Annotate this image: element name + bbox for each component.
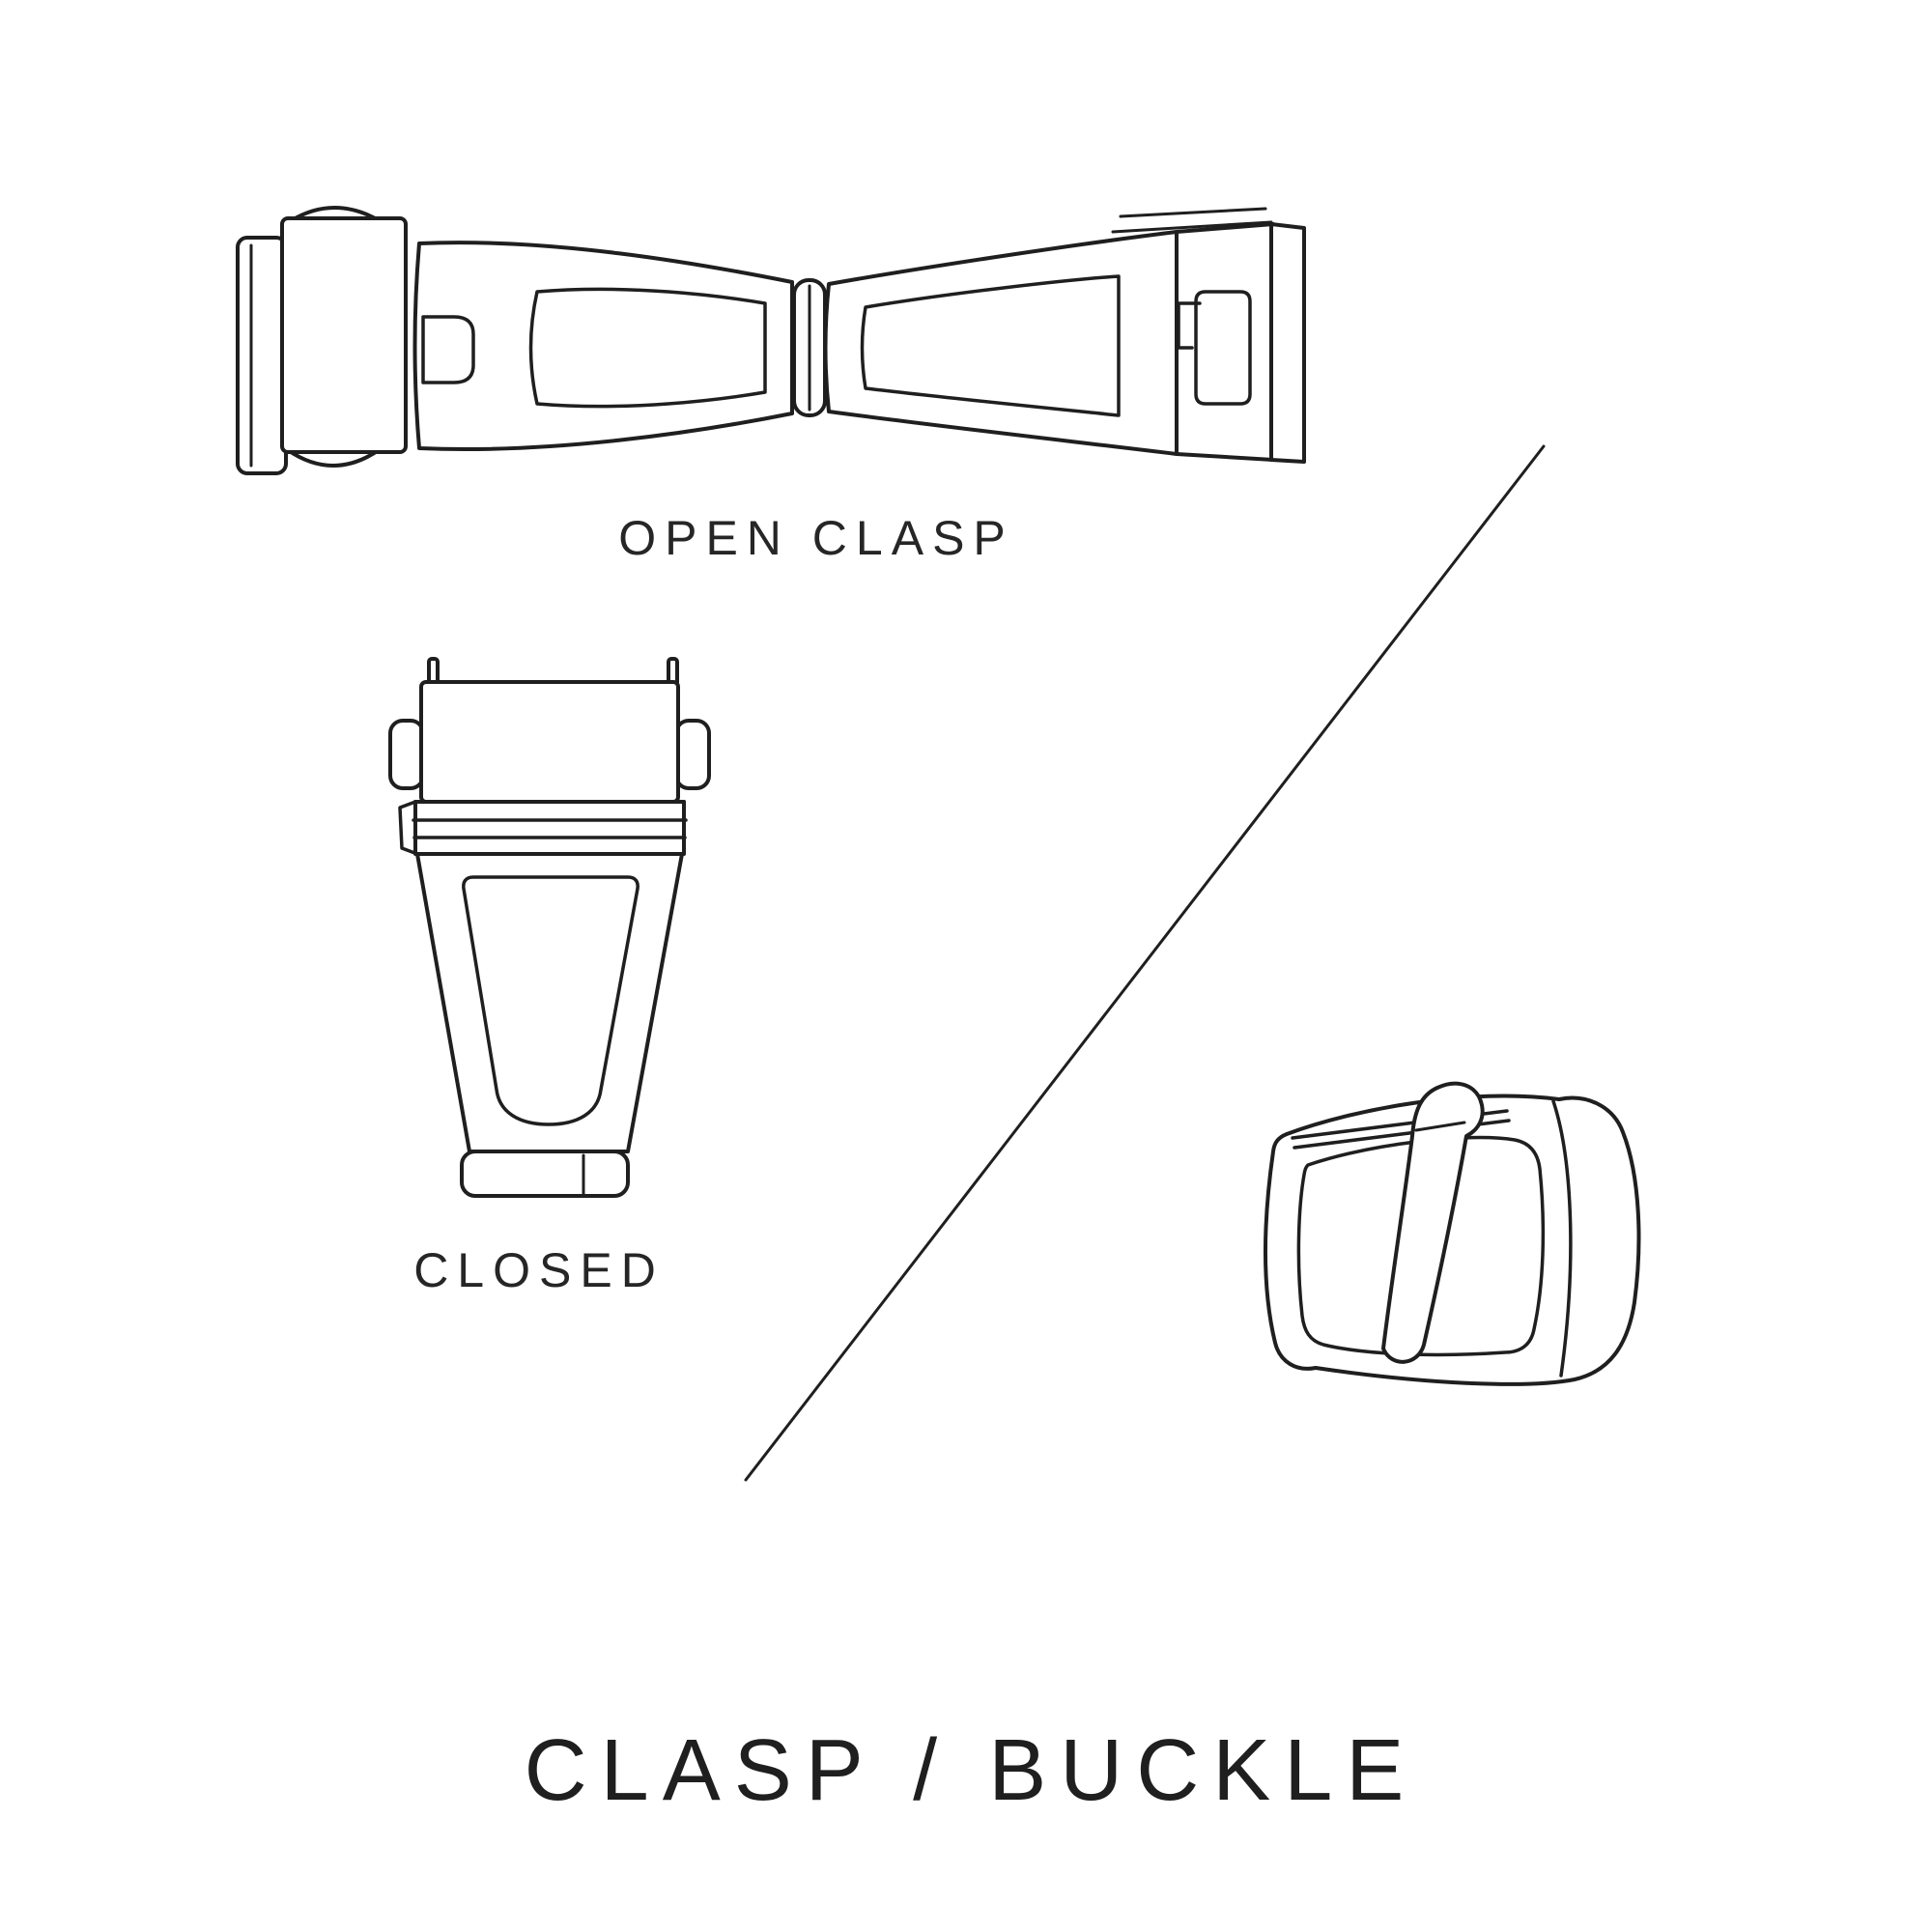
page-title: CLASP / BUCKLE [524,1722,1418,1819]
buckle-illustration-icon [1264,1081,1641,1386]
open-clasp-label: OPEN CLASP [618,511,1014,565]
closed-clasp-label: CLOSED [413,1243,665,1297]
diagonal-divider-line [744,444,1546,1482]
open-clasp-illustration-icon [236,206,1306,475]
closed-clasp-illustration-icon [388,657,711,1198]
